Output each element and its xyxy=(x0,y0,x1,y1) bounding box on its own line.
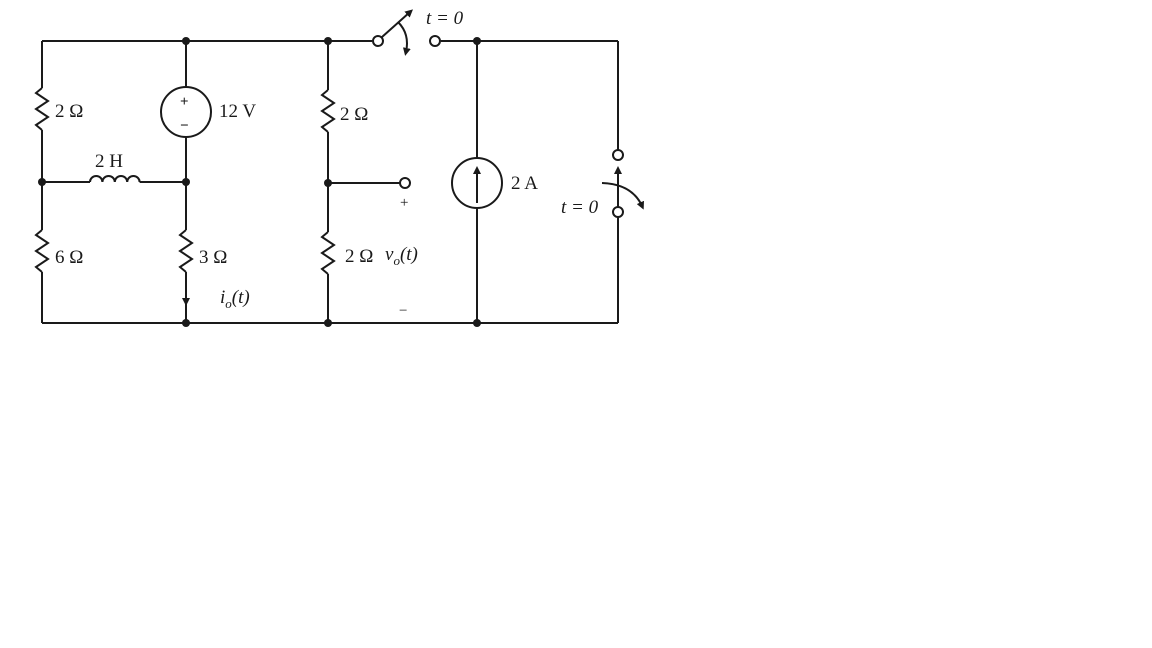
resistor-bottom-left xyxy=(34,229,50,273)
vo-subscript: o xyxy=(393,253,400,268)
switch-top-blade xyxy=(381,9,413,38)
node-bottom-477 xyxy=(473,319,481,327)
switch-top-motion-arrow xyxy=(397,21,411,56)
label-switch-right-time: t = 0 xyxy=(561,197,599,218)
label-io: io(t) xyxy=(220,287,250,311)
node-top-477 xyxy=(473,37,481,45)
voltage-source-plus: + xyxy=(180,94,189,110)
label-plus: + xyxy=(400,195,408,211)
switch-right-contact-bottom xyxy=(612,206,624,218)
io-symbol: i xyxy=(220,287,225,308)
label-r-top-right: 2 Ω xyxy=(340,104,368,125)
label-switch-top-time: t = 0 xyxy=(426,8,464,29)
label-r-bottom-right: 2 Ω xyxy=(345,246,373,267)
io-subscript: o xyxy=(225,296,232,311)
voltage-source-minus: − xyxy=(180,118,189,134)
node-bottom-186 xyxy=(182,319,190,327)
label-current-source: 2 A xyxy=(511,173,538,194)
switch-right-motion-arrow xyxy=(601,182,644,210)
label-minus: − xyxy=(399,303,407,319)
resistor-top-left xyxy=(34,87,50,131)
switch-top-contact-left xyxy=(372,35,384,47)
resistor-top-right xyxy=(320,89,336,133)
label-vo: vo(t) xyxy=(385,244,418,268)
resistor-bottom-right xyxy=(320,231,336,275)
node-left-mid xyxy=(38,178,46,186)
label-r-mid: 3 Ω xyxy=(199,247,227,268)
label-inductor: 2 H xyxy=(95,151,123,172)
node-inductor-right xyxy=(182,178,190,186)
inductor-coil xyxy=(89,175,141,183)
resistor-mid xyxy=(178,229,194,273)
io-arg: (t) xyxy=(232,287,250,308)
switch-right-contact-top xyxy=(612,149,624,161)
output-terminal xyxy=(399,177,411,189)
node-bottom-328 xyxy=(324,319,332,327)
switch-top-contact-right xyxy=(429,35,441,47)
label-r-top-left: 2 Ω xyxy=(55,101,83,122)
vo-arg: (t) xyxy=(400,244,418,265)
vo-symbol: v xyxy=(385,244,394,265)
label-r-bottom-left: 6 Ω xyxy=(55,247,83,268)
node-right-col-mid xyxy=(324,179,332,187)
node-top-328 xyxy=(324,37,332,45)
label-source-voltage: 12 V xyxy=(219,101,256,122)
node-top-186 xyxy=(182,37,190,45)
